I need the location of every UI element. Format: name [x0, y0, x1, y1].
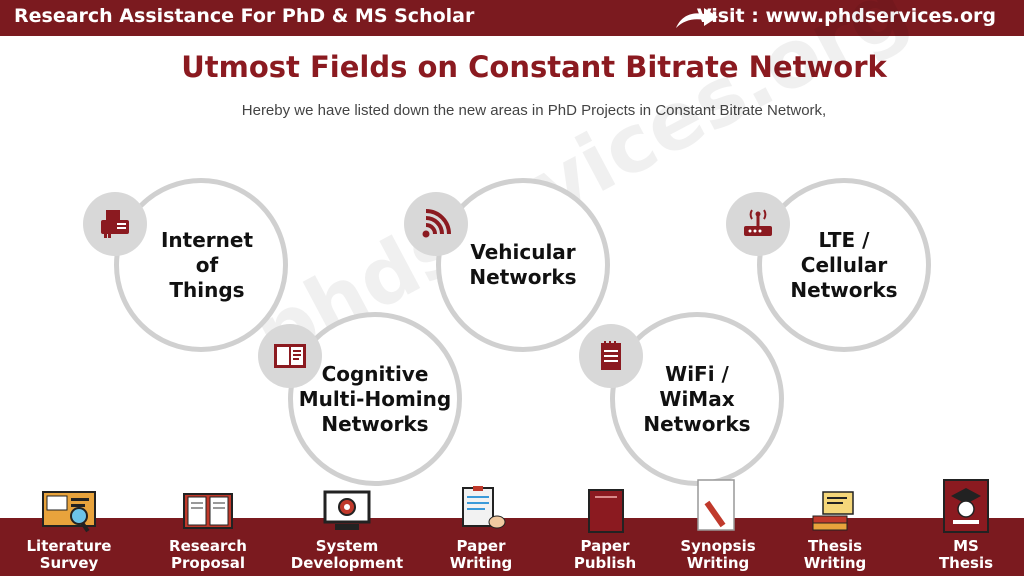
page-title: Utmost Fields on Constant Bitrate Networ… — [181, 50, 887, 84]
footer-label: Development — [290, 554, 404, 572]
footer-label: Literature — [26, 537, 112, 555]
footer-label: Publish — [573, 554, 637, 572]
footer-label: MS — [953, 537, 979, 555]
brand-text: Research Assistance For PhD & MS Scholar — [14, 5, 475, 27]
field-line: Networks — [321, 411, 429, 436]
footer-label: Writing — [449, 554, 513, 572]
graduate-book-icon — [943, 479, 989, 533]
footer-label: Research — [169, 537, 247, 555]
router-icon — [726, 192, 790, 256]
magnifier-board-icon — [42, 491, 96, 533]
field-line: WiFi / — [665, 361, 729, 386]
page-subtitle: Hereby we have listed down the new areas… — [241, 102, 827, 119]
footer-label: Proposal — [171, 554, 245, 572]
top-banner: Research Assistance For PhD & MS Scholar… — [0, 0, 1024, 36]
visit-link[interactable]: Visit : www.phdservices.org — [696, 5, 996, 27]
field-line: Things — [169, 277, 245, 302]
field-line: LTE / — [818, 227, 870, 252]
monitor-gear-icon — [323, 490, 371, 530]
footer-label: System — [315, 537, 379, 555]
field-line: Networks — [469, 265, 577, 289]
field-line: Cognitive — [321, 361, 429, 386]
field-vehicular-networks: Vehicular Networks — [436, 178, 610, 352]
footer-bar — [0, 518, 1024, 576]
field-line: Vehicular — [470, 240, 576, 264]
footer-label: Writing — [803, 554, 867, 572]
field-line: Networks — [790, 277, 898, 302]
footer-label: Survey — [39, 554, 99, 572]
field-line: WiMax — [659, 386, 735, 411]
book-icon — [183, 493, 233, 529]
footer-label: Synopsis — [680, 537, 756, 555]
footer-label: Paper — [580, 537, 630, 555]
footer-label: Writing — [686, 554, 750, 572]
field-internet-of-things: Internet of Things — [114, 178, 288, 352]
pen-paper-icon — [697, 479, 735, 531]
footer-label: Paper — [456, 537, 506, 555]
field-line: of — [195, 252, 219, 277]
field-line: Internet — [160, 227, 254, 252]
field-lte-cellular-networks: LTE / Cellular Networks — [757, 178, 931, 352]
footer-label: Thesis — [807, 537, 863, 555]
field-line: Multi-Homing — [298, 386, 452, 411]
field-line: Cellular — [800, 252, 888, 277]
wifi-signal-icon — [404, 192, 468, 256]
journal-icon — [588, 489, 624, 533]
notepad-icon — [579, 324, 643, 388]
curved-arrow-icon — [676, 8, 718, 28]
footer-label: Thesis — [938, 554, 994, 572]
scroll-books-icon — [812, 491, 854, 531]
clipboard-hands-icon — [462, 486, 506, 529]
open-book-icon — [258, 324, 322, 388]
field-line: Networks — [643, 411, 751, 436]
fax-machine-icon — [83, 192, 147, 256]
